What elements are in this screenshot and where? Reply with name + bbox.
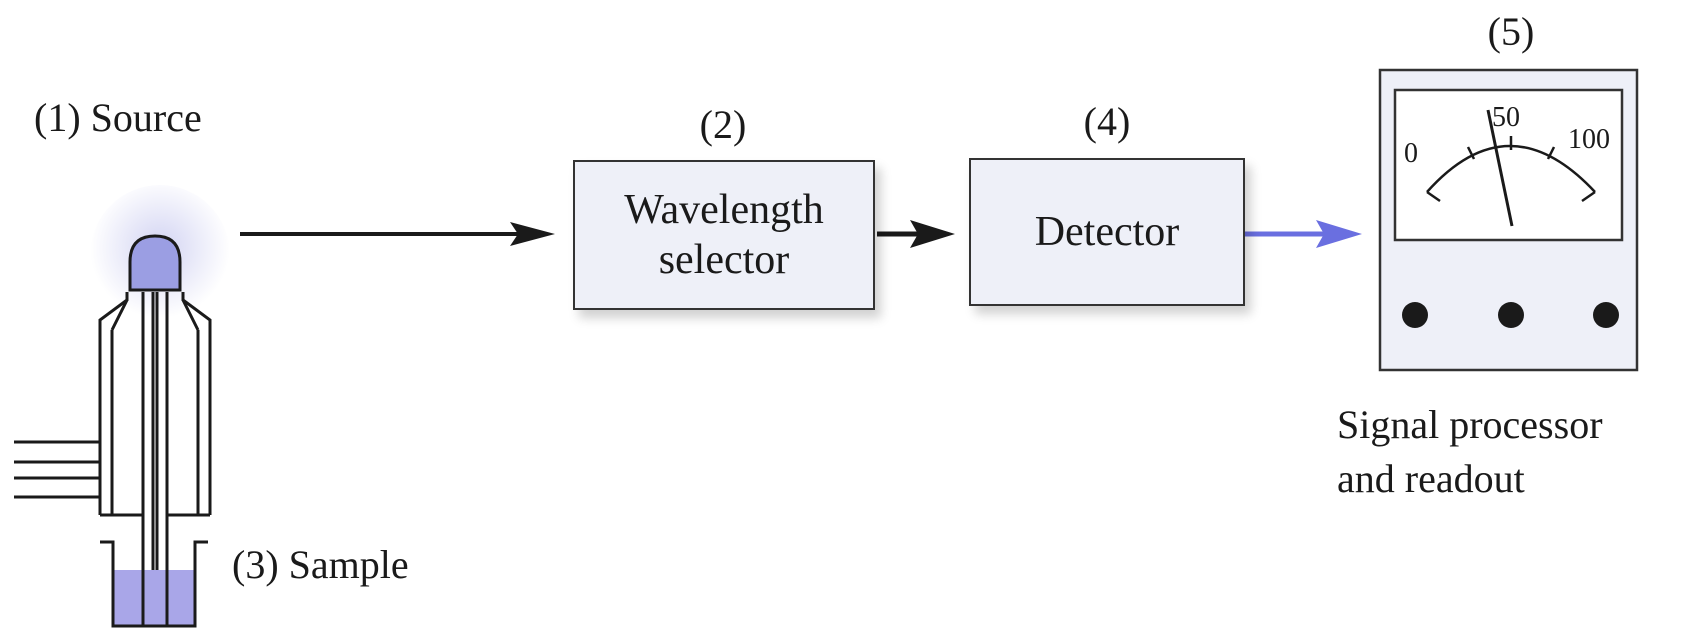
meter-scale-50: 50 (1492, 102, 1520, 133)
sample-number: (3) (232, 542, 279, 587)
readout-meter: 0 50 100 (1378, 68, 1639, 372)
source-text: Source (90, 95, 202, 140)
meter-knob-3 (1593, 302, 1619, 328)
readout-number: (5) (1487, 9, 1535, 54)
readout-line1: Signal processor (1337, 402, 1603, 447)
detector-text: Detector (1034, 208, 1180, 255)
arrow-selector-to-detector (877, 220, 955, 248)
meter-knob-1 (1402, 302, 1428, 328)
arrow-source-to-selector (240, 222, 555, 246)
readout-line2: and readout (1337, 456, 1525, 501)
meter-knob-2 (1498, 302, 1524, 328)
wavelength-selector-box: Wavelength selector (573, 160, 875, 310)
detector-number: (4) (1083, 99, 1131, 144)
arrow-detector-to-readout (1245, 220, 1362, 248)
source-label: (1) Source (34, 98, 202, 138)
sample-beaker (100, 540, 208, 628)
source-number: (1) (34, 95, 81, 140)
sample-label: (3) Sample (232, 545, 409, 585)
readout-caption: Signal processor and readout (1337, 398, 1603, 506)
selector-line2: selector (658, 237, 790, 283)
meter-scale-100: 100 (1568, 124, 1610, 155)
selector-line1: Wavelength (624, 186, 824, 233)
meter-needle (1486, 109, 1514, 227)
flame-icon (128, 234, 182, 292)
burner-nebulizer (14, 185, 230, 610)
detector-box: Detector (969, 158, 1245, 306)
selector-number: (2) (699, 102, 747, 147)
meter-scale-0: 0 (1404, 138, 1418, 169)
sample-text: Sample (288, 542, 409, 587)
